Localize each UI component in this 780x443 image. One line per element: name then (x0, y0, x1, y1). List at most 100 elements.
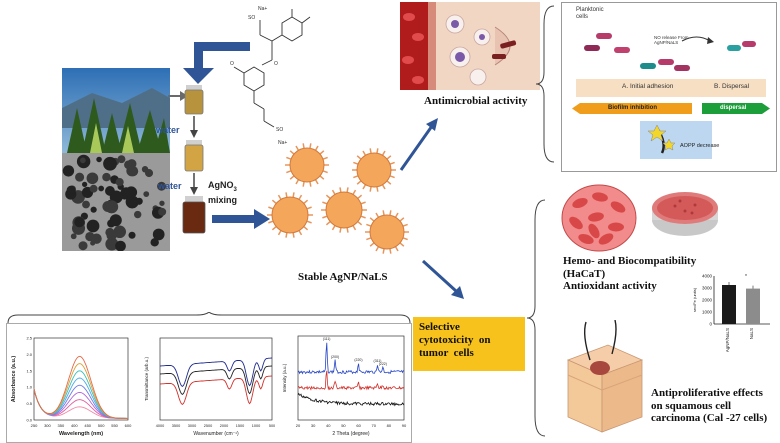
red-blood-cell (572, 197, 588, 209)
xrd-x-tick: 40 (326, 423, 331, 428)
arrow-to-antimicrobial (399, 118, 438, 171)
arrow-photo-to-vial (168, 91, 188, 101)
uv-y-tick: 1.5 (26, 368, 32, 373)
arrow-to-selective (421, 259, 464, 299)
nanoparticle (352, 148, 396, 192)
label-antiproliferative: Antiproliferative effects on squamous ce… (651, 387, 768, 424)
label-water-2: water (158, 181, 182, 191)
uv-series-line (33, 363, 129, 419)
arrow-molecule-to-vial (183, 42, 250, 84)
ftir-x-tick: 1000 (252, 424, 260, 428)
tem-particle (121, 193, 128, 200)
xrd-peak-label: (200) (331, 355, 339, 359)
nanoparticle (321, 187, 367, 233)
uv-y-tick: 0.5 (26, 401, 32, 406)
ftir-x-tick: 500 (269, 424, 275, 428)
arrow-vial-1-2 (190, 116, 198, 138)
uv-y-tick: 2.0 (26, 352, 32, 357)
nanoparticle (267, 192, 313, 238)
uv-x-tick: 600 (125, 423, 132, 428)
red-blood-cell (598, 233, 614, 245)
petri-dish (652, 192, 718, 236)
ftir-x-tick: 1500 (236, 424, 244, 428)
ftir-x-axis-label: Wavenumber (cm⁻¹) (193, 431, 239, 437)
tem-particle (90, 206, 97, 213)
ftir-y-axis-label: Transmittance (arb.u.) (144, 356, 149, 401)
bar-category-label: NaLS (749, 328, 754, 339)
xrd-series-line (297, 342, 405, 375)
xrd-x-tick: 50 (341, 423, 346, 428)
uv-x-tick: 350 (58, 423, 65, 428)
label-aopp: AOPP decrease (680, 143, 720, 149)
bar-y-tick: 4000 (702, 274, 713, 279)
xrd-x-tick: 20 (296, 423, 301, 428)
tem-particle (113, 225, 127, 239)
ftir-x-tick: 4000 (156, 424, 164, 428)
xrd-peak-label: (220) (354, 358, 362, 362)
bar-significance: * (745, 274, 747, 280)
tem-particle (74, 217, 85, 228)
ftir-x-tick: 2000 (220, 424, 228, 428)
uv-x-tick: 300 (44, 423, 51, 428)
uv-x-tick: 450 (84, 423, 91, 428)
tem-particle (125, 195, 139, 209)
arrow-vial-to-nanoparticles (212, 209, 270, 229)
tem-particle (152, 228, 165, 241)
uv-y-tick: 0.0 (26, 418, 32, 423)
tem-particle (79, 157, 86, 164)
tem-particle (158, 207, 167, 216)
ftir-x-tick: 2500 (204, 424, 212, 428)
nanoparticle-core (325, 191, 363, 229)
tem-particle (86, 172, 99, 185)
tem-particle (143, 191, 150, 197)
uv-x-tick: 550 (111, 423, 118, 428)
tem-particle (105, 200, 119, 214)
label-ag-release: NO release From AgNP/NaLS (654, 35, 689, 45)
uv-y-tick: 2.5 (26, 336, 32, 341)
tem-particle (86, 219, 100, 233)
tem-particle (126, 165, 138, 177)
uv-plot-frame (33, 337, 129, 421)
nanoparticles-cluster (267, 143, 409, 254)
tem-particle (109, 190, 123, 204)
uv-x-tick: 500 (98, 423, 105, 428)
tem-particle (150, 238, 159, 247)
svg-text:SO: SO (276, 127, 283, 133)
tem-particle (96, 156, 102, 163)
bar-1 (746, 288, 760, 324)
tem-particle (78, 241, 88, 251)
bar-y-tick: 3000 (702, 286, 713, 291)
red-blood-cell (578, 233, 594, 245)
tem-particle (66, 185, 76, 195)
xrd-peak-label: (111) (323, 337, 331, 341)
ftir-x-tick: 3500 (172, 424, 180, 428)
label-na-bottom: Na+ (278, 140, 288, 146)
uv-y-tick: 1.0 (26, 385, 32, 390)
xrd-x-tick: 60 (356, 423, 361, 428)
tem-particle (62, 165, 75, 177)
red-blood-cell (608, 222, 624, 232)
tem-particle (91, 233, 102, 244)
ftir-series-line (159, 365, 273, 395)
uv-x-tick: 250 (31, 423, 38, 428)
tem-particle (70, 233, 77, 240)
forest-tem-photo (62, 68, 170, 251)
bar-y-axis-label: sec/Fe (units) (692, 287, 697, 312)
svg-text:O: O (230, 61, 234, 67)
vial-agnp (182, 196, 206, 234)
ftir-plot-frame (159, 337, 273, 421)
label-stable-agnp: Stable AgNP/NaLS (298, 271, 388, 283)
xrd-peak-label: (222) (379, 362, 387, 366)
red-blood-cell (588, 223, 600, 239)
red-blood-cell (592, 192, 608, 202)
tem-particle (115, 178, 124, 187)
nanoparticle-core (356, 152, 392, 188)
nanoparticle-core (289, 147, 325, 183)
svg-text:O: O (274, 61, 278, 67)
nanoparticle-core (271, 196, 309, 234)
brace-spectra (7, 312, 411, 324)
